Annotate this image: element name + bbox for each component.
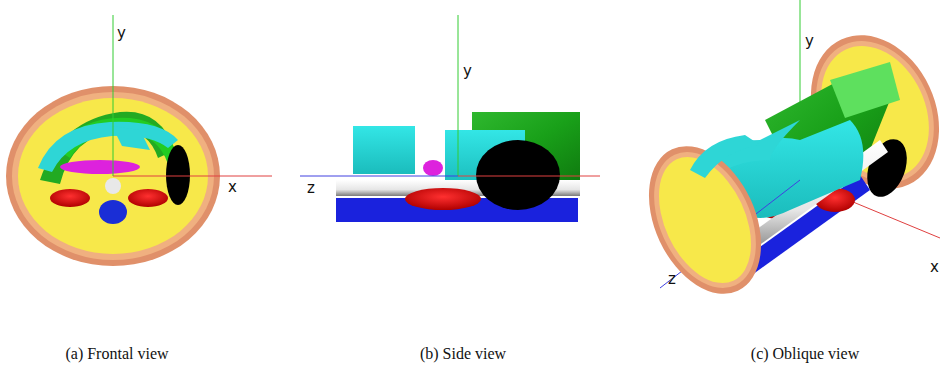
subfigure-caption: (c) Oblique view xyxy=(751,346,859,362)
blue-cylinder xyxy=(99,200,127,224)
red-ellipsoid xyxy=(405,188,481,210)
subfigure-caption: (b) Side view xyxy=(420,346,506,362)
side-view xyxy=(300,15,600,222)
white-cylinder xyxy=(105,178,121,194)
axis-label: y xyxy=(463,64,472,79)
black-ellipsoid xyxy=(476,140,560,210)
disc-rim xyxy=(627,128,784,312)
z-axis xyxy=(300,176,458,177)
green-block-top xyxy=(830,62,900,118)
frontal-view xyxy=(6,15,272,266)
axis-label: z xyxy=(307,181,315,196)
x-axis xyxy=(458,176,600,177)
red-ellipsoid xyxy=(50,189,90,207)
oblique-view xyxy=(627,0,948,312)
y-axis xyxy=(458,15,459,176)
y-axis xyxy=(113,15,114,176)
cyan-block xyxy=(353,126,415,174)
cyan-arc xyxy=(690,135,760,178)
disc-rim xyxy=(634,136,776,305)
axis-label: y xyxy=(805,34,814,49)
magenta-ellipsoid xyxy=(60,160,140,174)
cyan-block xyxy=(112,126,150,150)
magenta-ellipsoid xyxy=(423,160,443,176)
black-ellipsoid xyxy=(860,134,914,203)
axis-label: z xyxy=(668,272,676,287)
black-ellipsoid xyxy=(166,145,190,205)
x-axis xyxy=(113,176,272,177)
axis-label: y xyxy=(117,26,126,41)
axis-label: x xyxy=(930,260,939,275)
axis-label: x xyxy=(228,180,237,195)
red-ellipsoid xyxy=(128,189,168,207)
subfigure-caption: (a) Frontal view xyxy=(65,346,168,362)
